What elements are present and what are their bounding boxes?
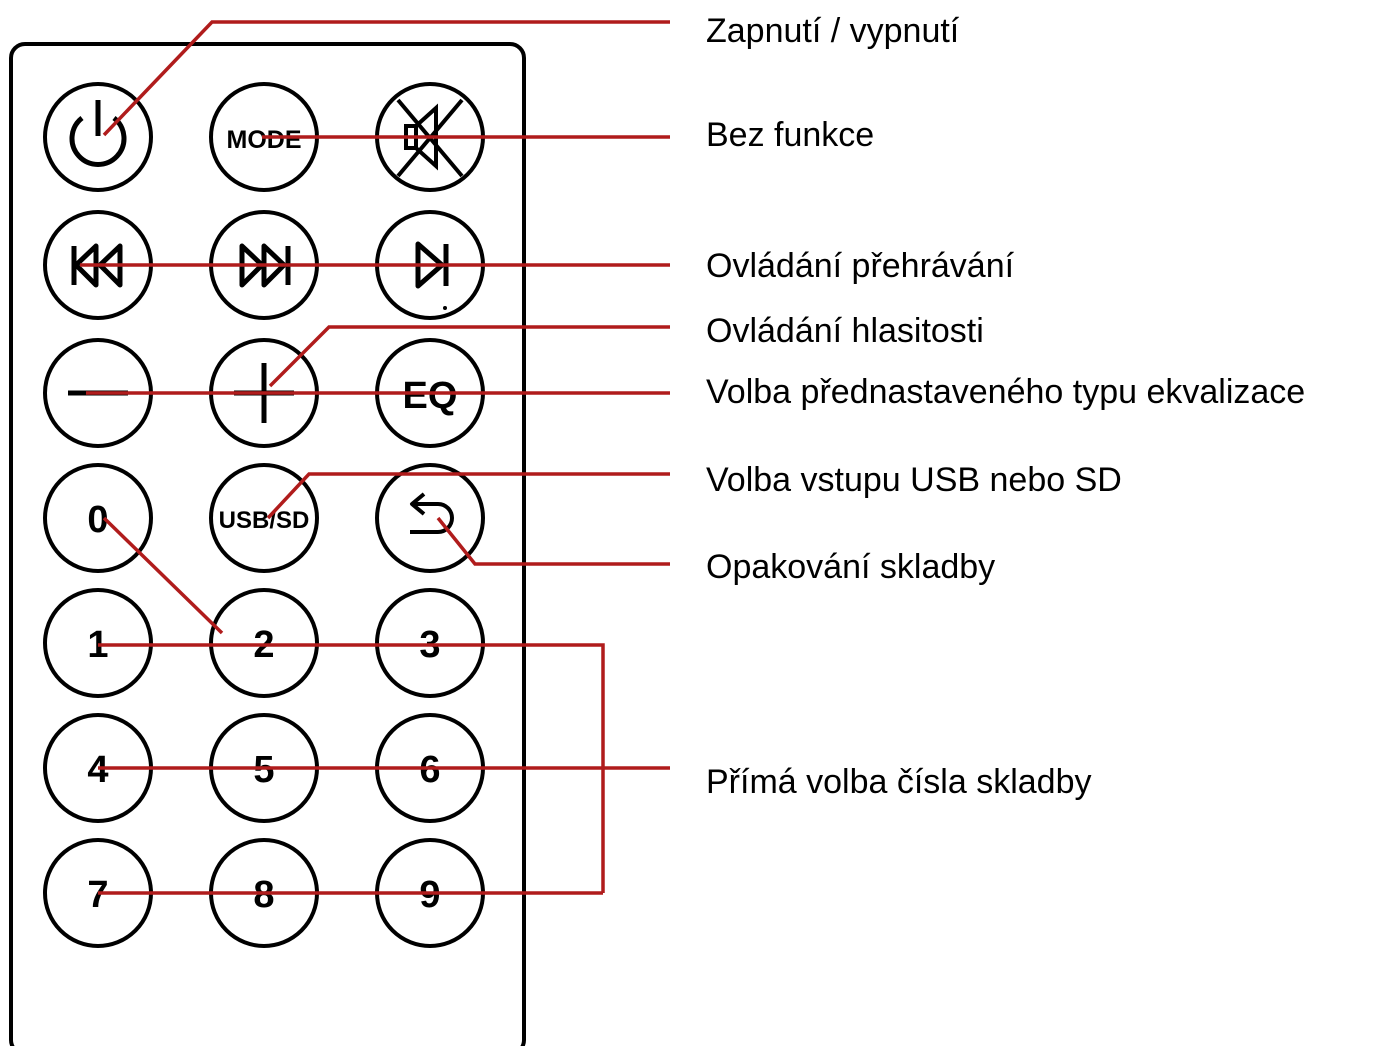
eq-button-label: EQ	[403, 375, 458, 417]
label-power: Zapnutí / vypnutí	[706, 12, 960, 50]
repeat-icon	[410, 492, 454, 534]
power-button[interactable]	[43, 82, 153, 192]
digit-8-label: 8	[253, 874, 274, 916]
label-no-function: Bez funkce	[706, 116, 874, 154]
digit-button-2[interactable]: 2	[209, 588, 319, 698]
leader-input	[266, 472, 670, 520]
digit-9-label: 9	[419, 874, 440, 916]
zero-button[interactable]: 0	[43, 463, 153, 573]
label-input: Volba vstupu USB nebo SD	[706, 461, 1122, 499]
digit-4-label: 4	[87, 749, 108, 791]
label-track-select: Přímá volba čísla skladby	[706, 763, 1092, 801]
label-eq: Volba přednastaveného typu ekvalizace	[706, 373, 1305, 411]
usb-sd-button-label: USB/SD	[219, 507, 310, 534]
label-volume: Ovládání hlasitosti	[706, 312, 984, 350]
label-playback: Ovládání přehrávání	[706, 247, 1015, 285]
leader-repeat	[436, 516, 670, 566]
power-icon	[69, 100, 127, 167]
zero-button-label: 0	[87, 499, 108, 541]
digit-7-label: 7	[87, 874, 108, 916]
digit-6-label: 6	[419, 749, 440, 791]
mode-button-label: MODE	[227, 126, 302, 154]
digit-button-3[interactable]: 3	[375, 588, 485, 698]
digit-button-1[interactable]: 1	[43, 588, 153, 698]
leader-lines	[80, 20, 670, 895]
repeat-button[interactable]	[375, 463, 485, 573]
leader-power	[102, 20, 670, 137]
leader-volume	[268, 325, 670, 388]
label-repeat: Opakování skladby	[706, 548, 995, 586]
digit-5-label: 5	[253, 749, 274, 791]
leader-row-123	[98, 643, 605, 893]
leader-zero-two	[102, 516, 224, 635]
